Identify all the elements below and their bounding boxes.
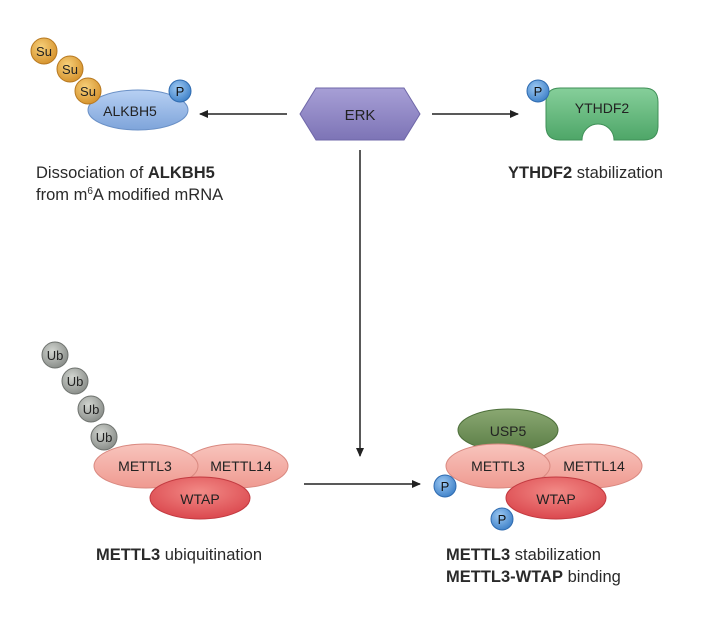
alkbh5-label: ALKBH5 bbox=[103, 103, 157, 119]
svg-text:Su: Su bbox=[62, 62, 78, 77]
stabilized-complex: USP5 METTL14 METTL3 WTAP P P bbox=[433, 408, 643, 531]
erk-node: ERK bbox=[299, 87, 421, 141]
ub-4: Ub bbox=[90, 423, 118, 451]
ythdf2-group: YTHDF2 P bbox=[526, 79, 659, 141]
caption-ythdf2: YTHDF2 stabilization bbox=[508, 164, 663, 182]
ub-3: Ub bbox=[77, 395, 105, 423]
svg-text:Su: Su bbox=[36, 44, 52, 59]
ub-2: Ub bbox=[61, 367, 89, 395]
wtap-node-right bbox=[505, 476, 607, 520]
svg-text:Ub: Ub bbox=[96, 430, 113, 445]
svg-text:WTAP: WTAP bbox=[180, 491, 219, 507]
alkbh5-group: ALKBH5 Su Su Su P bbox=[30, 37, 192, 131]
svg-text:WTAP: WTAP bbox=[536, 491, 575, 507]
svg-text:P: P bbox=[498, 512, 507, 527]
sumo-3: Su bbox=[74, 77, 102, 105]
alkbh5-node bbox=[87, 89, 189, 131]
sumo-1: Su bbox=[30, 37, 58, 65]
svg-text:METTL3: METTL3 bbox=[118, 458, 172, 474]
svg-text:METTL3: METTL3 bbox=[471, 458, 525, 474]
mettl3-node-right bbox=[445, 443, 551, 489]
caption-mettl3-stabilization: METTL3 stabilization METTL3-WTAP binding bbox=[446, 546, 621, 586]
phospho-wtap: P bbox=[490, 507, 514, 531]
mettl3-node-left bbox=[93, 443, 199, 489]
svg-text:METTL14: METTL14 bbox=[210, 458, 272, 474]
svg-text:Su: Su bbox=[80, 84, 96, 99]
sumo-2: Su bbox=[56, 55, 84, 83]
caption-alkbh5: Dissociation of ALKBH5 from m6A modified… bbox=[36, 164, 224, 204]
svg-text:USP5: USP5 bbox=[490, 423, 527, 439]
svg-text:P: P bbox=[534, 84, 543, 99]
wtap-node-left bbox=[149, 476, 251, 520]
ub-1: Ub bbox=[41, 341, 69, 369]
svg-text:Ub: Ub bbox=[67, 374, 84, 389]
erk-label: ERK bbox=[345, 107, 376, 124]
caption-mettl3-ubiquitination: METTL3 ubiquitination bbox=[96, 546, 262, 564]
svg-text:Ub: Ub bbox=[83, 402, 100, 417]
phospho-mettl3: P bbox=[433, 474, 457, 498]
svg-text:Ub: Ub bbox=[47, 348, 64, 363]
ythdf2-node bbox=[545, 87, 659, 141]
ubiquitinated-complex: Ub Ub Ub Ub METTL14 METTL3 WTAP bbox=[41, 341, 289, 520]
ythdf2-label: YTHDF2 bbox=[575, 100, 630, 116]
svg-text:METTL14: METTL14 bbox=[563, 458, 625, 474]
svg-text:P: P bbox=[441, 479, 450, 494]
phospho-ythdf2: P bbox=[526, 79, 550, 103]
phospho-alkbh5: P bbox=[168, 79, 192, 103]
svg-text:P: P bbox=[176, 84, 185, 99]
